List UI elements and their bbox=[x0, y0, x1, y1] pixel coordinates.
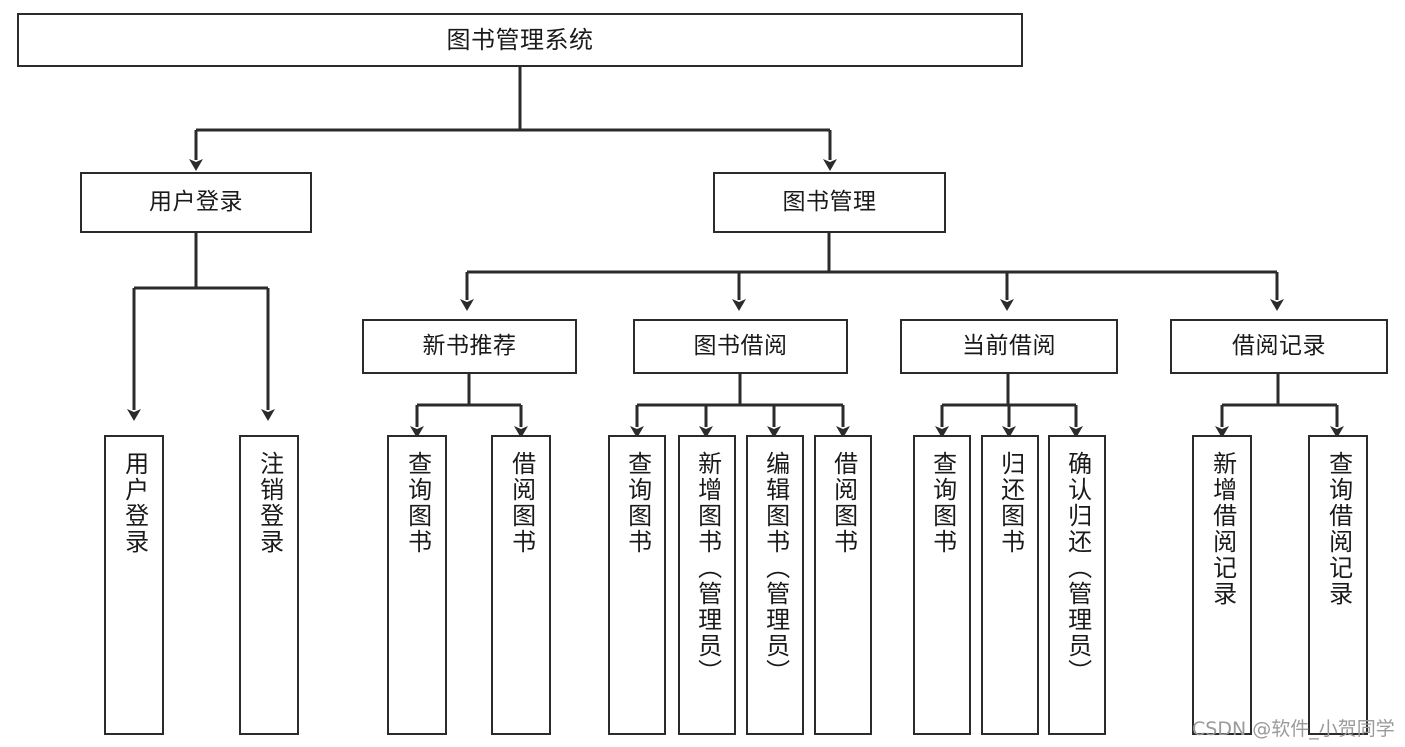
node-leaf-add-record-label: 新增借阅记录 bbox=[1208, 451, 1237, 607]
node-leaf-confirm-return[interactable]: 确认归还（管理员） bbox=[1048, 435, 1106, 735]
node-leaf-edit-book[interactable]: 编辑图书（管理员） bbox=[746, 435, 804, 735]
node-leaf-add-book-label: 新增图书（管理员） bbox=[693, 451, 722, 685]
node-book-manage-label: 图书管理 bbox=[782, 188, 877, 215]
node-leaf-logout[interactable]: 注销登录 bbox=[239, 435, 299, 735]
node-leaf-query-book-2-label: 查询图书 bbox=[623, 451, 652, 555]
node-leaf-add-record[interactable]: 新增借阅记录 bbox=[1192, 435, 1252, 735]
node-book-borrow-label: 图书借阅 bbox=[693, 332, 788, 359]
node-root-label: 图书管理系统 bbox=[446, 25, 594, 54]
node-current-borrow-label: 当前借阅 bbox=[962, 332, 1056, 359]
node-leaf-query-record-label: 查询借阅记录 bbox=[1324, 451, 1353, 607]
node-book-manage[interactable]: 图书管理 bbox=[713, 172, 946, 233]
node-leaf-user-login[interactable]: 用户登录 bbox=[104, 435, 164, 735]
node-leaf-query-record[interactable]: 查询借阅记录 bbox=[1308, 435, 1368, 735]
node-current-borrow[interactable]: 当前借阅 bbox=[900, 319, 1118, 374]
node-leaf-query-book-3-label: 查询图书 bbox=[928, 451, 957, 555]
node-borrow-record[interactable]: 借阅记录 bbox=[1170, 319, 1388, 374]
node-leaf-user-login-label: 用户登录 bbox=[120, 451, 149, 555]
node-user-login-label: 用户登录 bbox=[149, 188, 243, 215]
node-root[interactable]: 图书管理系统 bbox=[17, 13, 1023, 67]
node-new-book-recommend[interactable]: 新书推荐 bbox=[362, 319, 577, 374]
node-book-borrow[interactable]: 图书借阅 bbox=[633, 319, 848, 374]
node-leaf-borrow-book-2-label: 借阅图书 bbox=[829, 451, 858, 555]
node-user-login[interactable]: 用户登录 bbox=[80, 172, 312, 233]
node-leaf-logout-label: 注销登录 bbox=[255, 451, 284, 555]
node-leaf-return-book[interactable]: 归还图书 bbox=[981, 435, 1039, 735]
node-new-book-recommend-label: 新书推荐 bbox=[422, 332, 517, 359]
node-leaf-query-book-2[interactable]: 查询图书 bbox=[608, 435, 666, 735]
node-leaf-query-book-1-label: 查询图书 bbox=[403, 451, 432, 555]
node-leaf-add-book[interactable]: 新增图书（管理员） bbox=[678, 435, 736, 735]
node-leaf-query-book-3[interactable]: 查询图书 bbox=[913, 435, 971, 735]
node-leaf-borrow-book-2[interactable]: 借阅图书 bbox=[814, 435, 872, 735]
node-leaf-return-book-label: 归还图书 bbox=[996, 451, 1025, 555]
node-leaf-confirm-return-label: 确认归还（管理员） bbox=[1063, 451, 1092, 685]
node-borrow-record-label: 借阅记录 bbox=[1232, 332, 1326, 359]
node-leaf-edit-book-label: 编辑图书（管理员） bbox=[761, 451, 790, 685]
node-leaf-query-book-1[interactable]: 查询图书 bbox=[387, 435, 447, 735]
node-leaf-borrow-book-1[interactable]: 借阅图书 bbox=[491, 435, 551, 735]
node-leaf-borrow-book-1-label: 借阅图书 bbox=[507, 451, 536, 555]
